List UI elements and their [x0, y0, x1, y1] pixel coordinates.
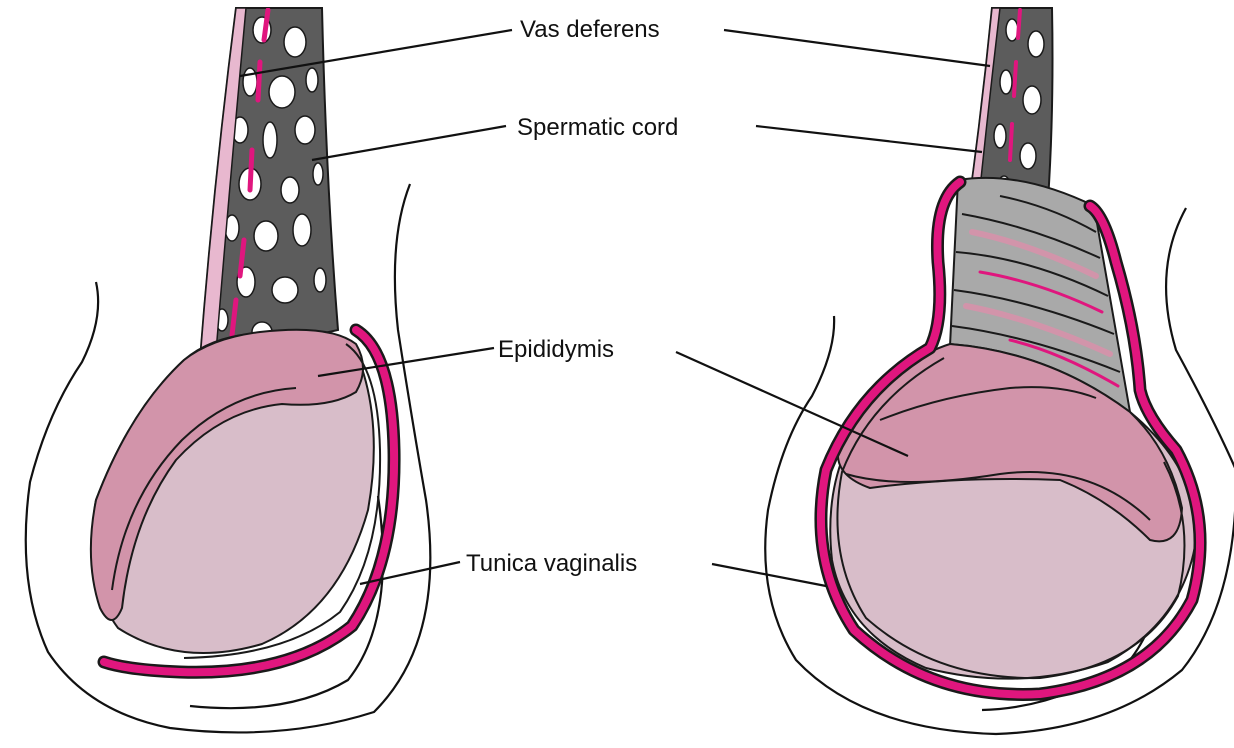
labels: Vas deferens Spermatic cord Epididymis T… [466, 16, 678, 577]
left-figure-normal [26, 8, 431, 732]
left-spermatic-cord [200, 8, 338, 360]
leader-cord-right [756, 126, 982, 152]
label-epididymis: Epididymis [498, 336, 614, 363]
label-vas-deferens: Vas deferens [520, 16, 660, 43]
leader-cord-left [312, 126, 506, 160]
right-figure-torsion [765, 8, 1234, 734]
label-spermatic-cord: Spermatic cord [517, 114, 678, 141]
leader-vas-right [724, 30, 990, 66]
label-tunica-vaginalis: Tunica vaginalis [466, 550, 637, 577]
leader-tunica-right [712, 564, 826, 586]
